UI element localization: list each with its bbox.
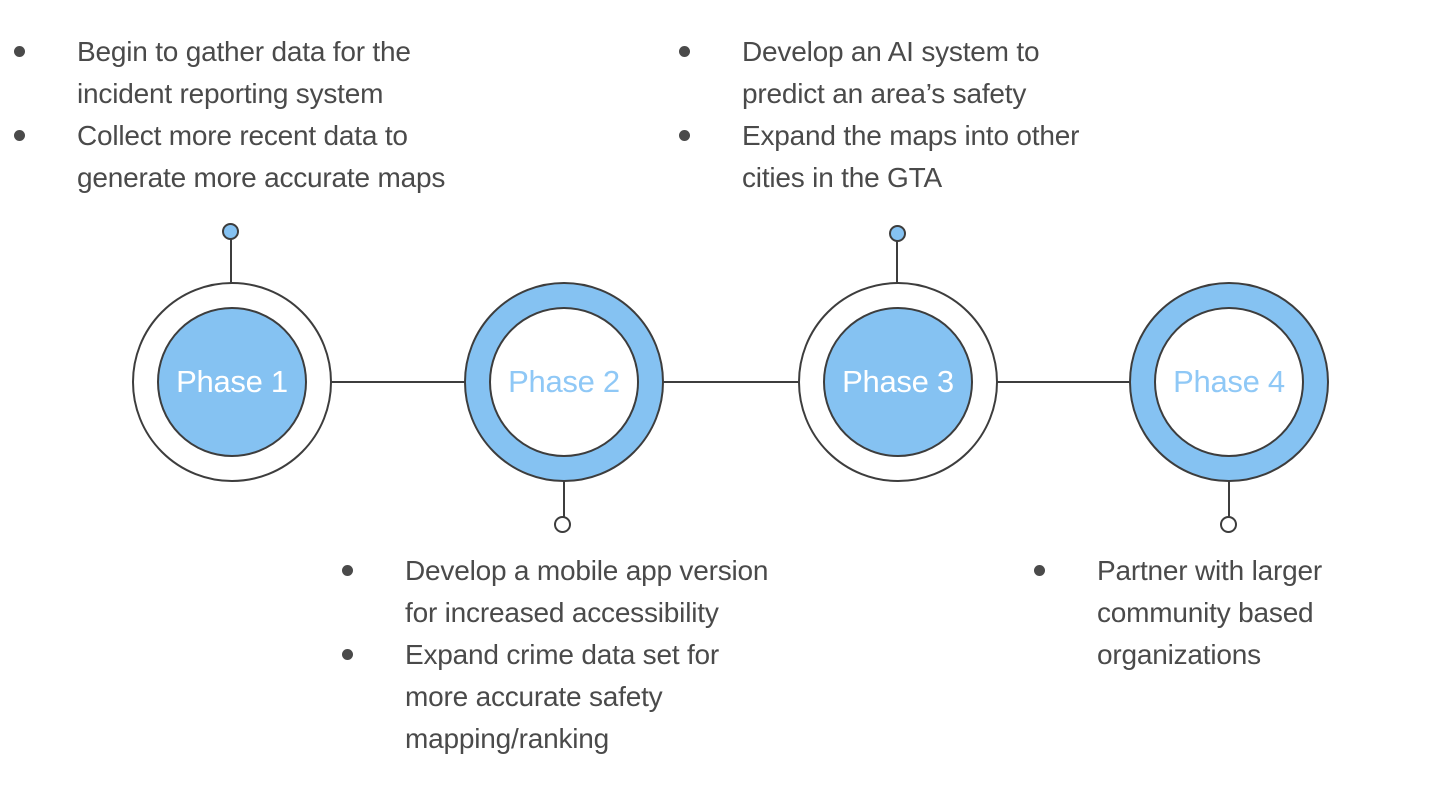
phase2-node-inner: Phase 2	[489, 307, 639, 457]
bullet-icon	[679, 130, 690, 141]
list-item-text: Partner with larger community based orga…	[1097, 555, 1322, 670]
bullet-icon	[1034, 565, 1045, 576]
phase2-notes-list: Develop a mobile app version for increas…	[342, 550, 768, 760]
phase1-marker-dot-icon	[222, 223, 239, 240]
list-item: Expand crime data set for more accurate …	[342, 634, 768, 760]
timeline-connector-line	[232, 381, 1229, 383]
phase2-label: Phase 2	[508, 364, 620, 399]
phase1-node: Phase 1	[132, 282, 332, 482]
phase4-node-inner: Phase 4	[1154, 307, 1304, 457]
phase4-node: Phase 4	[1129, 282, 1329, 482]
phase1-notes-list: Begin to gather data for the incident re…	[14, 31, 445, 199]
list-item-text: Develop an AI system to predict an area’…	[742, 36, 1040, 109]
phase4-notes-list: Partner with larger community based orga…	[1034, 550, 1322, 676]
phase2-marker-stem	[563, 481, 565, 517]
bullet-icon	[679, 46, 690, 57]
bullet-icon	[342, 649, 353, 660]
phase4-marker-stem	[1228, 481, 1230, 517]
phase2-node: Phase 2	[464, 282, 664, 482]
bullet-icon	[14, 130, 25, 141]
list-item-text: Develop a mobile app version for increas…	[405, 555, 769, 628]
phase3-node: Phase 3	[798, 282, 998, 482]
phase2-marker-dot-icon	[554, 516, 571, 533]
list-item-text: Expand the maps into other cities in the…	[742, 120, 1080, 193]
bullet-icon	[14, 46, 25, 57]
phase3-marker-stem	[896, 241, 898, 283]
phase4-marker-dot-icon	[1220, 516, 1237, 533]
list-item: Partner with larger community based orga…	[1034, 550, 1322, 676]
phase1-marker-stem	[230, 239, 232, 283]
phase1-node-inner: Phase 1	[157, 307, 307, 457]
phase3-label: Phase 3	[842, 364, 954, 399]
list-item: Expand the maps into other cities in the…	[679, 115, 1079, 199]
list-item-text: Begin to gather data for the incident re…	[77, 36, 411, 109]
phase1-label: Phase 1	[176, 364, 288, 399]
phase3-node-inner: Phase 3	[823, 307, 973, 457]
phase3-marker-dot-icon	[889, 225, 906, 242]
list-item-text: Collect more recent data to generate mor…	[77, 120, 446, 193]
phase3-notes-list: Develop an AI system to predict an area’…	[679, 31, 1079, 199]
list-item: Develop an AI system to predict an area’…	[679, 31, 1079, 115]
list-item: Begin to gather data for the incident re…	[14, 31, 445, 115]
list-item: Collect more recent data to generate mor…	[14, 115, 445, 199]
bullet-icon	[342, 565, 353, 576]
list-item-text: Expand crime data set for more accurate …	[405, 639, 720, 754]
phase4-label: Phase 4	[1173, 364, 1285, 399]
list-item: Develop a mobile app version for increas…	[342, 550, 768, 634]
